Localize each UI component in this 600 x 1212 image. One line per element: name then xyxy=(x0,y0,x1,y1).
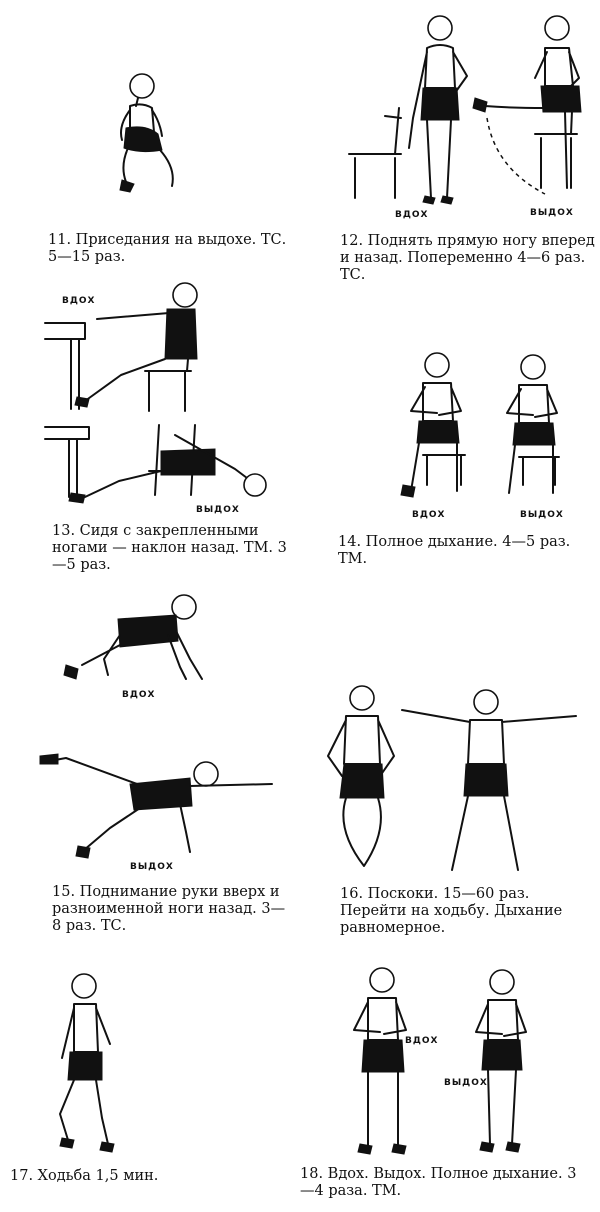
figure-seated-lean-back xyxy=(44,282,267,504)
figure-squat xyxy=(119,73,174,193)
figure-seated-breathing xyxy=(400,352,560,498)
label-inhale-14: ВДОХ xyxy=(412,510,446,520)
caption-18: 18. Вдох. Выдох. Полное дыхание. 3—4 раз… xyxy=(300,1166,577,1199)
label-exhale-14: ВЫДОХ xyxy=(520,510,564,520)
figure-walking xyxy=(59,973,115,1153)
label-exhale-12: ВЫДОХ xyxy=(530,208,574,218)
caption-16: 16. Поскоки. 15—60 раз. Перейти на ходьб… xyxy=(340,886,563,936)
label-exhale-13: ВЫДОХ xyxy=(196,505,240,515)
figure-arm-leg-raise xyxy=(39,753,273,859)
figure-jumping xyxy=(327,685,577,871)
caption-15: 15. Поднимание руки вверх и разноименной… xyxy=(52,884,286,934)
caption-12: 12. Поднять прямую ногу вперед и назад. … xyxy=(340,233,595,283)
figure-crawl xyxy=(63,594,203,680)
label-inhale-15: ВДОХ xyxy=(122,690,156,700)
caption-11: 11. Приседания на выдохе. ТС. 5—15 раз. xyxy=(48,232,287,265)
label-exhale-15: ВЫДОХ xyxy=(130,862,174,872)
caption-17: 17. Ходьба 1,5 мин. xyxy=(10,1168,159,1184)
caption-13: 13. Сидя с закрепленными ногами — наклон… xyxy=(52,523,287,573)
figure-leg-raise xyxy=(348,15,582,205)
caption-14: 14. Полное дыхание. 4—5 раз. ТМ. xyxy=(338,534,571,567)
figure-standing-breathing xyxy=(353,967,527,1155)
label-inhale-13: ВДОХ xyxy=(62,296,96,306)
label-inhale-18: ВДОХ xyxy=(405,1036,439,1046)
label-exhale-18: ВЫДОХ xyxy=(444,1078,488,1088)
label-inhale-12: ВДОХ xyxy=(395,210,429,220)
